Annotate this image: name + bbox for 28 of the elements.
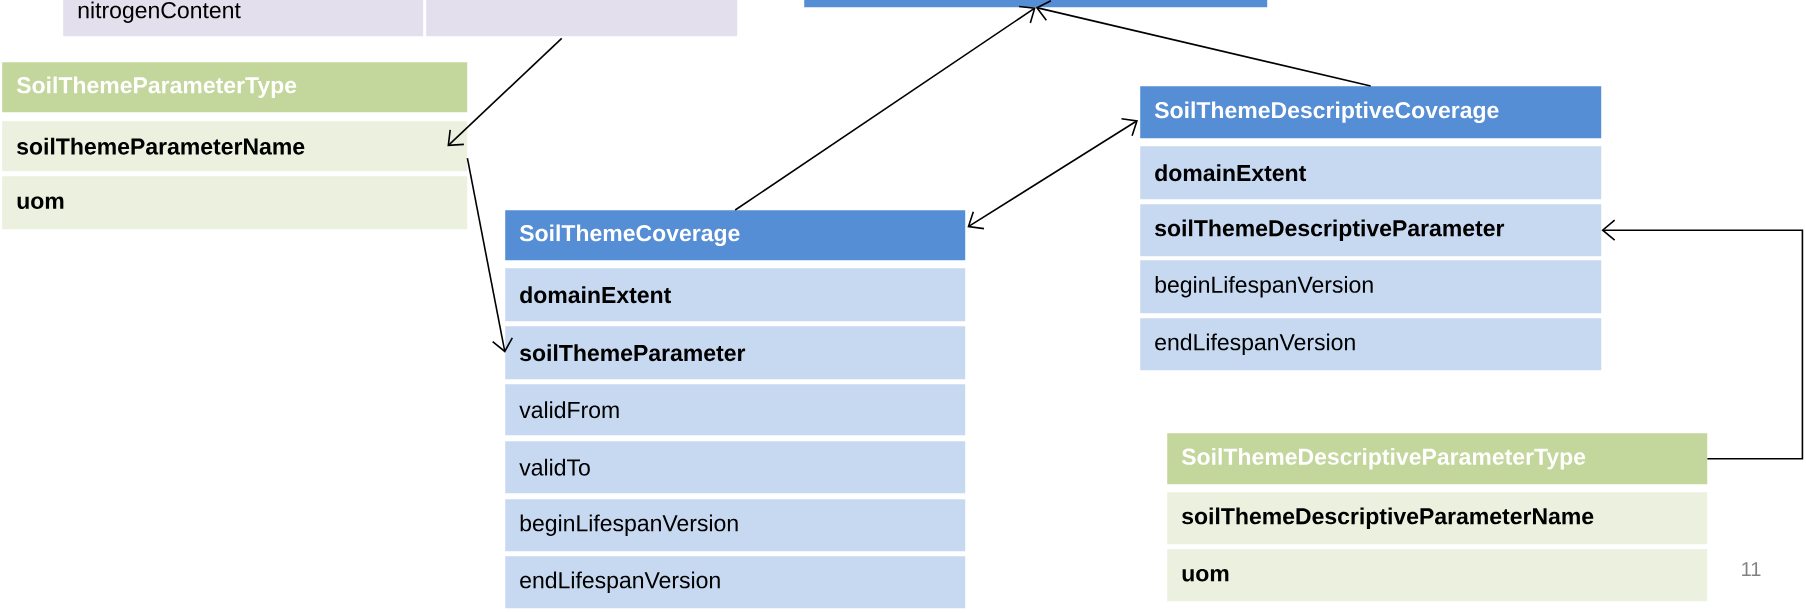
class-box bbox=[804, 0, 1268, 8]
table-row: uom bbox=[1167, 549, 1708, 602]
arrow bbox=[1035, 0, 1372, 87]
table-row: domainExtent bbox=[505, 268, 966, 322]
arrow bbox=[1601, 219, 1804, 460]
arrow bbox=[466, 157, 514, 353]
table-row: soilThemeParameterName bbox=[2, 121, 468, 172]
table-cell bbox=[426, 0, 738, 37]
arrow bbox=[447, 37, 563, 147]
table-row: nitrogenContent bbox=[63, 0, 424, 37]
table-row: beginLifespanVersion bbox=[505, 499, 966, 552]
table-header: SoilThemeParameterType bbox=[2, 62, 468, 113]
table-row: soilThemeDescriptiveParameter bbox=[1140, 204, 1602, 257]
table-row: validTo bbox=[505, 441, 966, 494]
table-row: endLifespanVersion bbox=[1140, 318, 1602, 371]
table-header: SoilThemeDescriptiveCoverage bbox=[1140, 86, 1602, 139]
table-row: endLifespanVersion bbox=[505, 556, 966, 609]
table-row: soilThemeDescriptiveParameterName bbox=[1167, 492, 1708, 545]
arrow bbox=[967, 117, 1138, 230]
page-number: 11 bbox=[1742, 562, 1761, 576]
table-row: uom bbox=[2, 176, 468, 230]
table-row: soilThemeParameter bbox=[505, 326, 966, 380]
table-header: SoilThemeCoverage bbox=[505, 210, 966, 261]
table-header: SoilThemeDescriptiveParameterType bbox=[1167, 433, 1708, 485]
table-row: beginLifespanVersion bbox=[1140, 260, 1602, 314]
arrow bbox=[734, 5, 1036, 211]
table-row: domainExtent bbox=[1140, 146, 1602, 200]
table-row: validFrom bbox=[505, 384, 966, 436]
